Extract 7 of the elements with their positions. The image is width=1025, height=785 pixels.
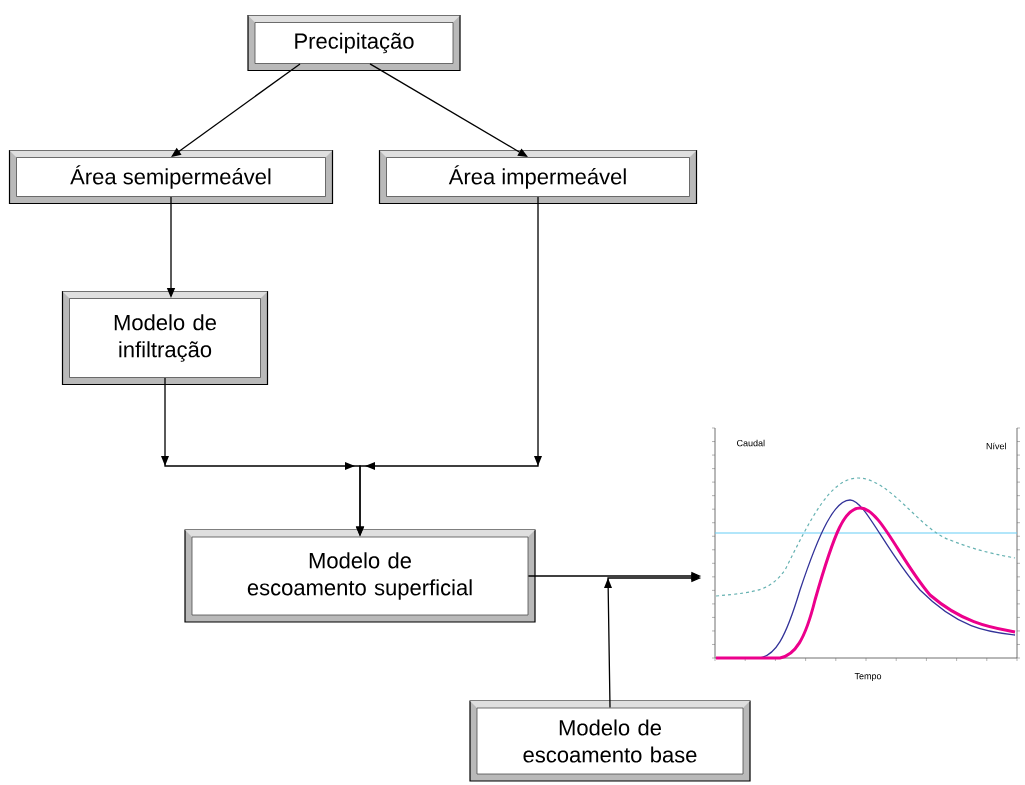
hydrograph-drawing: Caudal Nível Tempo bbox=[711, 427, 1021, 682]
beveled-box: Área semipermeável bbox=[8, 149, 334, 205]
beveled-box: Modelo de escoamento superficial bbox=[184, 529, 536, 623]
beveled-box: Área impermeável bbox=[378, 149, 698, 205]
beveled-box: Modelo de escoamento base bbox=[469, 700, 751, 782]
beveled-box: Precipitação bbox=[247, 14, 461, 72]
beveled-box: Modelo de infiltração bbox=[61, 290, 269, 386]
